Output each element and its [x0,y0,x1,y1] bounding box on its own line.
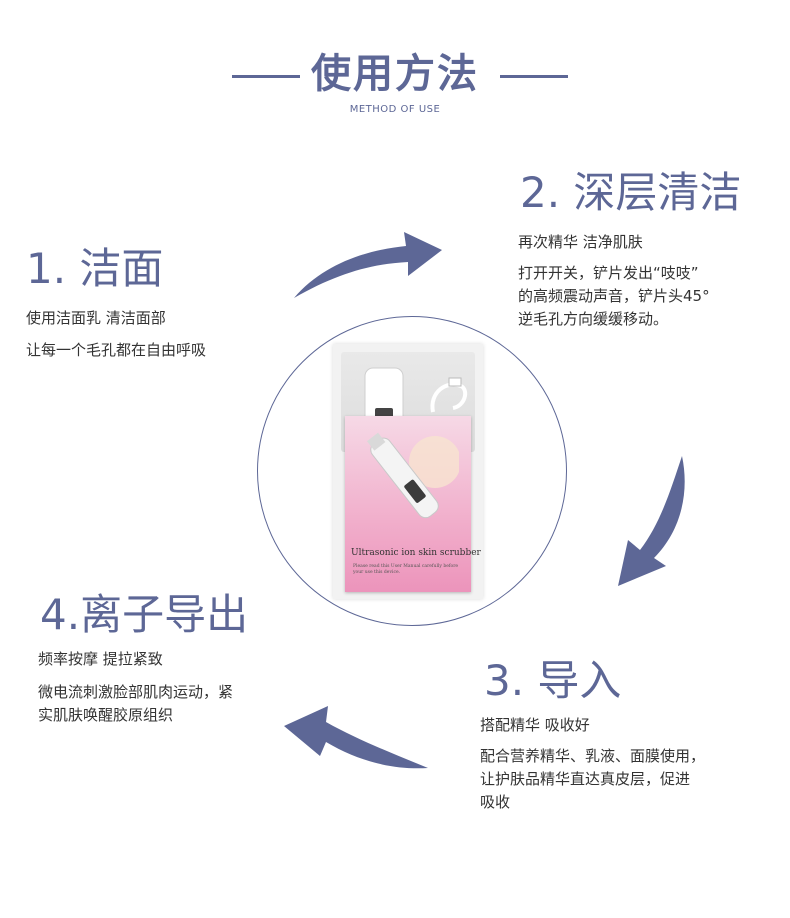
step-3-desc-3: 吸收 [480,793,511,811]
step-2-desc-1: 打开开关，铲片发出“吱吱” [518,264,699,282]
arrow-2-to-3-icon [618,456,685,586]
page-subtitle: METHOD OF USE [349,104,441,115]
step-4-desc-1: 微电流刺激脸部肌肉运动，紧 [38,683,234,701]
product-title: Ultrasonic ion skin scrubber [351,548,481,558]
step-1-heading: 1. 洁面 [26,244,164,293]
product-card: Ultrasonic ion skin scrubber Please read… [345,416,481,592]
scrubber-image [366,432,459,519]
header-line-right [500,75,568,78]
step-1-subtitle: 使用洁面乳 清洁面部 [26,309,166,327]
usb-cable-icon [430,377,468,413]
step-3-desc-1: 配合营养精华、乳液、面膜使用， [480,747,706,765]
header-line-left [232,75,300,78]
page-title: 使用方法 [311,51,479,97]
step-1-desc: 让每一个毛孔都在自由呼吸 [26,341,207,359]
product-circle [257,316,567,626]
step-2-subtitle: 再次精华 洁净肌肤 [518,233,643,251]
step-3-subtitle: 搭配精华 吸收好 [480,716,590,734]
arrow-3-to-4-icon [284,706,428,769]
step-4-subtitle: 频率按摩 提拉紧致 [38,650,163,668]
step-3-heading: 3. 导入 [484,656,622,705]
step-4-desc-2: 实肌肤唤醒胶原组织 [38,706,174,724]
step-2-desc-2: 的高频震动声音，铲片头45° [518,287,710,305]
product-box: Ultrasonic ion skin scrubber Please read… [333,344,483,599]
step-2-heading: 2. 深层清洁 [520,168,742,217]
step-4-heading: 4.离子导出 [40,590,249,639]
arrow-1-to-2-icon [294,232,442,298]
step-2-desc-3: 逆毛孔方向缓缓移动。 [518,310,669,328]
product-note: Please read this User Manual carefully b… [353,564,459,575]
step-3-desc-2: 让护肤品精华直达真皮层，促进 [480,770,691,788]
